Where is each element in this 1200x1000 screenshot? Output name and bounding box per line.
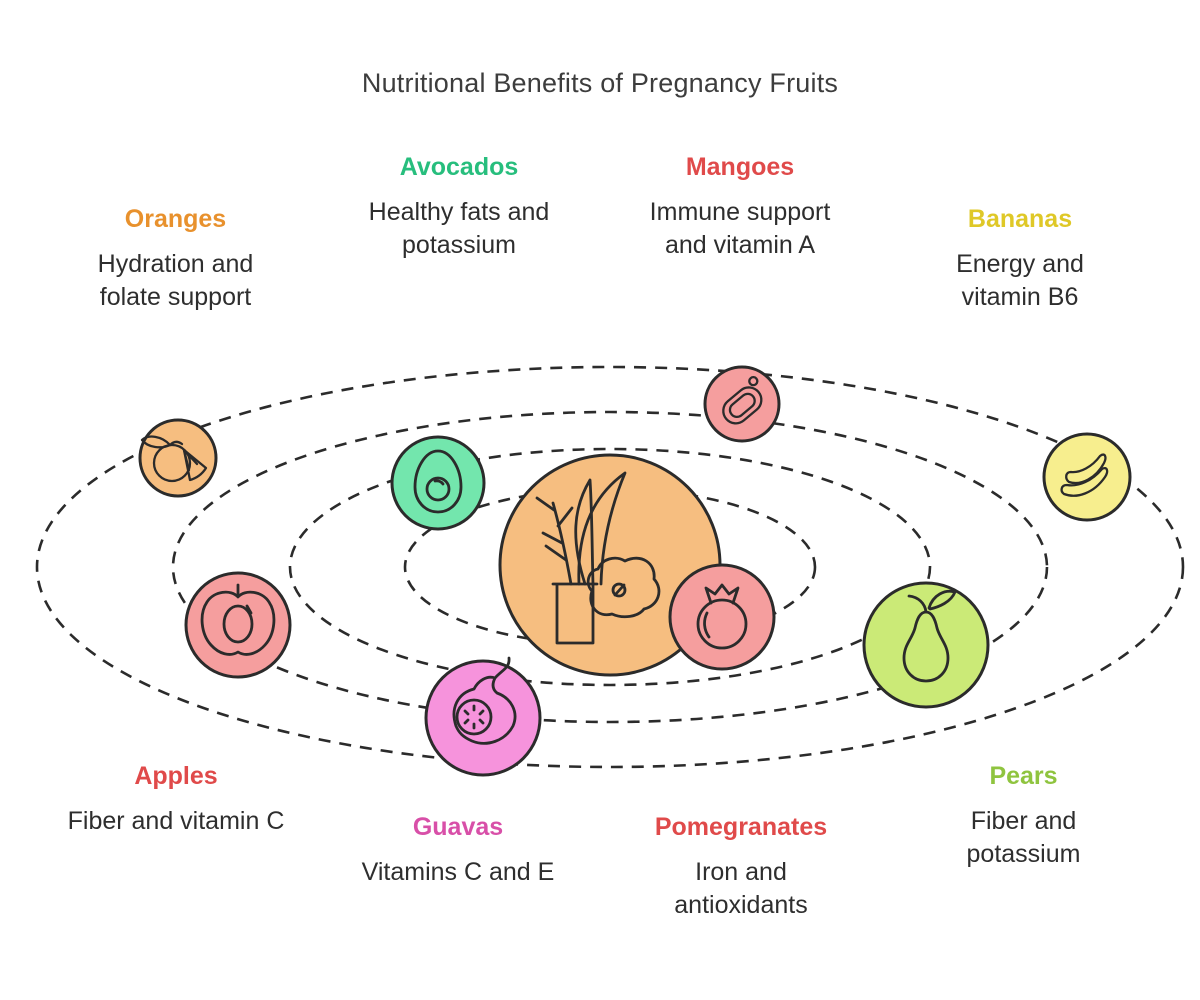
orange-slice-icon [140, 435, 208, 483]
avocados-circle [390, 435, 486, 531]
orbit-4 [35, 365, 1185, 769]
orbit-2 [288, 447, 932, 687]
pear-icon [902, 589, 957, 683]
label-mangoes: Mangoes Immune support and vitamin A [629, 152, 851, 262]
apples-circle [184, 571, 292, 679]
plant-and-quince-icon [535, 471, 661, 645]
apple-icon [200, 583, 276, 656]
apples-name: Apples [134, 762, 218, 790]
mangoes-description: Immune support and vitamin A [649, 198, 831, 260]
pomegranates-description: Iron and antioxidants [674, 858, 808, 920]
guavas-node [424, 656, 542, 777]
apples-description: Fiber and vitamin C [67, 807, 285, 836]
oranges-name: Oranges [124, 205, 227, 233]
mangoes-name: Mangoes [685, 153, 795, 181]
pears-name: Pears [989, 762, 1058, 790]
pears-node [862, 581, 990, 709]
avocados-node [390, 435, 486, 531]
label-apples: Apples Fiber and vitamin C [64, 761, 288, 838]
avocados-name: Avocados [399, 153, 519, 181]
avocado-icon [413, 449, 463, 514]
pears-description: Fiber and potassium [966, 807, 1081, 869]
guavas-circle [424, 659, 542, 777]
guavas-name: Guavas [412, 813, 504, 841]
page-title: Nutritional Benefits of Pregnancy Fruits [361, 68, 839, 98]
bananas-description: Energy and vitamin B6 [956, 250, 1084, 312]
apples-node [184, 571, 292, 679]
bananas-icon [1060, 453, 1109, 497]
label-oranges: Oranges Hydration and folate support [73, 204, 278, 314]
avocados-description: Healthy fats and potassium [368, 198, 550, 260]
pomegranates-node [668, 563, 776, 671]
orbit-3 [171, 410, 1049, 724]
mangoes-circle [703, 365, 781, 443]
bananas-circle [1042, 432, 1132, 522]
pomegranate-icon [696, 583, 748, 650]
bananas-name: Bananas [967, 205, 1073, 233]
bananas-node [1042, 432, 1132, 522]
pears-circle [862, 581, 990, 709]
mango-icon [722, 375, 763, 425]
guava-icon [452, 656, 517, 745]
center-node [498, 453, 722, 677]
label-pears: Pears Fiber and potassium [946, 761, 1101, 871]
pomegranates-circle [668, 563, 776, 671]
pomegranates-name: Pomegranates [654, 813, 828, 841]
oranges-description: Hydration and folate support [97, 250, 254, 312]
label-guavas: Guavas Vitamins C and E [348, 812, 568, 889]
guavas-description: Vitamins C and E [361, 858, 555, 887]
label-bananas: Bananas Energy and vitamin B6 [934, 204, 1106, 314]
mangoes-node [703, 365, 781, 443]
label-pomegranates: Pomegranates Iron and antioxidants [630, 812, 852, 922]
oranges-node [138, 418, 218, 498]
oranges-circle [138, 418, 218, 498]
label-avocados: Avocados Healthy fats and potassium [349, 152, 569, 262]
